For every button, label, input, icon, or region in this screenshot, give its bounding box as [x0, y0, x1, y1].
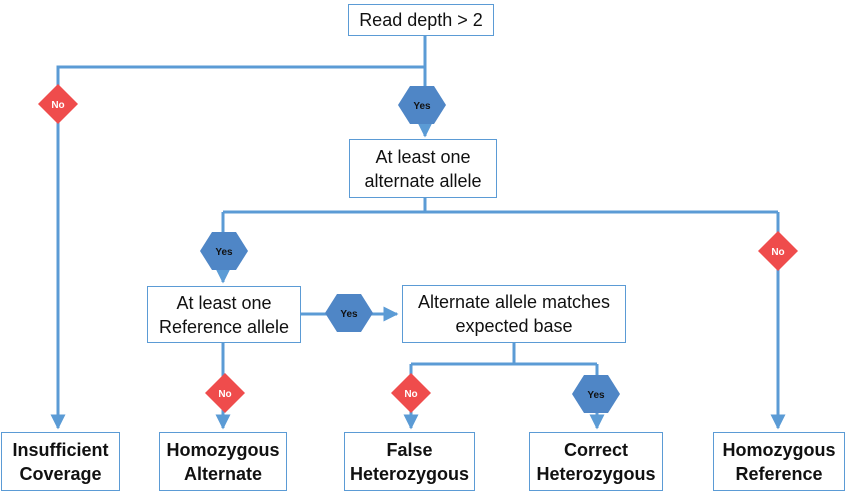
- node-line: expected base: [455, 316, 573, 336]
- node-line: alternate allele: [364, 170, 482, 191]
- no-diamond-icon: [758, 231, 798, 271]
- badge-depth-no: No: [38, 84, 78, 124]
- yes-hexagon-icon: [200, 232, 248, 270]
- node-line: Coverage: [19, 463, 102, 484]
- node-line: At least one: [176, 292, 272, 313]
- svg-text:No: No: [404, 389, 417, 400]
- badge-ref-no: No: [205, 373, 245, 413]
- outcome-correct-heterozygous: Correct Heterozygous: [529, 432, 663, 491]
- node-line: Alternate allele matches: [417, 292, 611, 312]
- decision-alternate-matches: Alternate allele matches expected base: [402, 285, 626, 343]
- yes-hexagon-icon: [572, 375, 620, 413]
- badge-match-no: No: [391, 373, 431, 413]
- decision-alternate-allele: At least one alternate allele: [349, 139, 497, 198]
- badge-alt-no: No: [758, 231, 798, 271]
- outcome-insufficient-coverage: Insufficient Coverage: [1, 432, 120, 491]
- svg-text:Yes: Yes: [215, 247, 233, 258]
- svg-text:Yes: Yes: [587, 390, 605, 401]
- node-line: Alternate: [183, 463, 263, 484]
- connector-depth-no: [50, 65, 425, 430]
- svg-text:Yes: Yes: [340, 309, 358, 320]
- svg-text:No: No: [218, 389, 231, 400]
- badge-alt-yes: Yes: [200, 232, 248, 270]
- node-line: Reference: [735, 463, 823, 484]
- badge-ref-yes: Yes: [325, 294, 373, 332]
- yes-hexagon-icon: [398, 86, 446, 124]
- decision-reference-allele: At least one Reference allele: [147, 286, 301, 343]
- outcome-homozygous-alternate: Homozygous Alternate: [159, 432, 287, 491]
- outcome-homozygous-reference: Homozygous Reference: [713, 432, 845, 491]
- svg-text:No: No: [51, 100, 64, 111]
- node-line: Heterozygous: [536, 463, 656, 484]
- node-line: False: [386, 439, 433, 460]
- no-diamond-icon: [391, 373, 431, 413]
- node-line: Correct: [563, 439, 629, 460]
- no-diamond-icon: [38, 84, 78, 124]
- node-line: Read depth > 2: [359, 10, 483, 30]
- outcome-false-heterozygous: False Heterozygous: [344, 432, 475, 491]
- badge-depth-yes: Yes: [398, 86, 446, 124]
- node-line: Homozygous: [722, 439, 836, 460]
- node-line: Reference allele: [158, 316, 290, 337]
- node-line: Insufficient: [12, 439, 109, 460]
- node-line: At least one: [375, 146, 471, 167]
- svg-text:No: No: [771, 247, 784, 258]
- node-line: Heterozygous: [349, 463, 470, 484]
- node-line: Homozygous: [166, 439, 280, 460]
- svg-text:Yes: Yes: [413, 101, 431, 112]
- yes-hexagon-icon: [325, 294, 373, 332]
- badge-match-yes: Yes: [572, 375, 620, 413]
- no-diamond-icon: [205, 373, 245, 413]
- decision-read-depth: Read depth > 2: [348, 4, 494, 36]
